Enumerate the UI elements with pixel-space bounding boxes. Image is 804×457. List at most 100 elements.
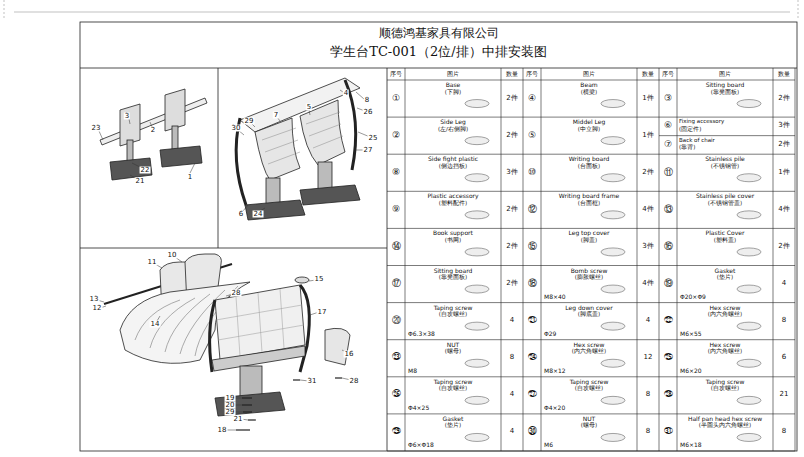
part-name-zh: (自攻螺丝): [541, 386, 637, 392]
undefined: [773, 303, 774, 340]
part-quantity: 8: [637, 391, 659, 398]
part-name-en: NUT: [405, 342, 501, 348]
part-number: ㉔: [523, 353, 541, 362]
undefined: [405, 228, 406, 265]
callout-number: 29: [244, 118, 255, 125]
callout-number: 13: [89, 296, 100, 303]
part-quantity: 6: [773, 354, 795, 361]
part-thumbnail: [601, 322, 625, 330]
part-number: ⑫: [523, 205, 541, 214]
part-name-zh: (左/右侧脚): [405, 127, 501, 133]
undefined: [523, 339, 659, 340]
undefined: [677, 303, 678, 340]
part-thumbnail: [601, 285, 625, 293]
column-header: 数量: [773, 71, 795, 77]
undefined: [523, 117, 659, 118]
undefined: [677, 154, 678, 191]
part-quantity: 4件: [637, 280, 659, 287]
part-name-en: Plastic Cover: [677, 230, 773, 236]
part-quantity: 8: [637, 428, 659, 435]
part-quantity: 4: [637, 317, 659, 324]
callout-number: 1: [187, 174, 193, 181]
part-number: ㉖: [387, 390, 405, 399]
part-name-en: Fixing accessory: [679, 119, 737, 125]
undefined: [387, 154, 523, 155]
part-number: ①: [387, 94, 405, 103]
column-header: 数量: [637, 71, 659, 77]
part-name-en: Hex screw: [677, 305, 773, 311]
undefined: [637, 80, 638, 117]
undefined: [773, 377, 774, 414]
part-quantity: 8: [773, 428, 795, 435]
part-name-en: Hex screw: [677, 342, 773, 348]
undefined: [387, 80, 795, 81]
callout-number: 12: [92, 305, 103, 312]
undefined: [387, 302, 523, 303]
callout-number: 10: [167, 252, 178, 259]
part-dimension: M6×18: [680, 442, 732, 448]
undefined: [773, 414, 774, 451]
part-name-en: Book support: [405, 230, 501, 236]
part-quantity: 2件: [501, 280, 523, 287]
undefined: [405, 303, 406, 340]
part-dimension: Φ4×20: [544, 405, 596, 411]
part-name-en: Side Leg: [405, 119, 501, 125]
part-number: ②: [387, 131, 405, 140]
part-name-zh: (内六角螺丝): [541, 349, 637, 355]
undefined: [387, 228, 523, 229]
part-dimension: Φ20×Φ9: [680, 294, 732, 300]
part-dimension: Φ6.3×38: [408, 331, 460, 337]
callout-number: 28: [349, 378, 360, 385]
undefined: [501, 303, 502, 340]
undefined: [677, 340, 678, 377]
part-name-zh: (下脚): [405, 90, 501, 96]
part-number: ⑲: [659, 279, 677, 288]
part-name-en: Side fight plastic: [405, 156, 501, 162]
part-name-zh: (不锈钢管): [677, 164, 773, 170]
part-thumbnail: [737, 322, 761, 330]
column-header: 数量: [501, 71, 523, 77]
part-name-en: Gasket: [405, 416, 501, 422]
part-name-en: Back of chair: [679, 138, 737, 144]
part-number: ⑪: [659, 168, 677, 177]
callout-number: 14: [150, 321, 161, 328]
undefined: [523, 376, 659, 377]
part-number: ⑦: [659, 140, 677, 149]
column-header: 图片: [541, 71, 637, 77]
part-dimension: Φ29: [544, 331, 596, 337]
undefined: [659, 339, 795, 340]
part-number: ㉕: [659, 353, 677, 362]
part-name-zh: (脚盖): [541, 238, 637, 244]
part-name-zh: (侧边挡板): [405, 164, 501, 170]
part-name-en: NUT: [541, 416, 637, 422]
undefined: [405, 191, 406, 228]
part-thumbnail: [737, 100, 761, 108]
drawing-title: 学生台TC-001（2位/排）中排安装图: [80, 45, 797, 58]
callout-number: 17: [317, 309, 328, 316]
part-thumbnail: [737, 433, 761, 441]
part-name-en: Plastic accessory: [405, 193, 501, 199]
part-thumbnail: [601, 396, 625, 404]
part-thumbnail: [737, 174, 761, 182]
part-name-en: Middel Leg: [541, 119, 637, 125]
part-name-en: Bomb screw: [541, 268, 637, 274]
part-name-zh: (塑料配件): [405, 201, 501, 207]
undefined: [405, 377, 406, 414]
part-name-zh: (靠背): [679, 145, 737, 151]
part-number: ⑩: [523, 168, 541, 177]
part-name-zh: (垫片): [405, 423, 501, 429]
undefined: [637, 377, 638, 414]
callout-number: 7: [273, 112, 279, 119]
undefined: [541, 154, 542, 191]
undefined: [387, 265, 523, 266]
undefined: [637, 191, 638, 228]
part-quantity: 2件: [501, 206, 523, 213]
undefined: [773, 340, 774, 377]
part-name-zh: (自攻螺丝): [405, 386, 501, 392]
undefined: [523, 451, 659, 452]
undefined: [541, 377, 542, 414]
part-name-zh: (横梁): [541, 90, 637, 96]
undefined: [541, 68, 542, 80]
callout-number: 21: [233, 416, 244, 423]
